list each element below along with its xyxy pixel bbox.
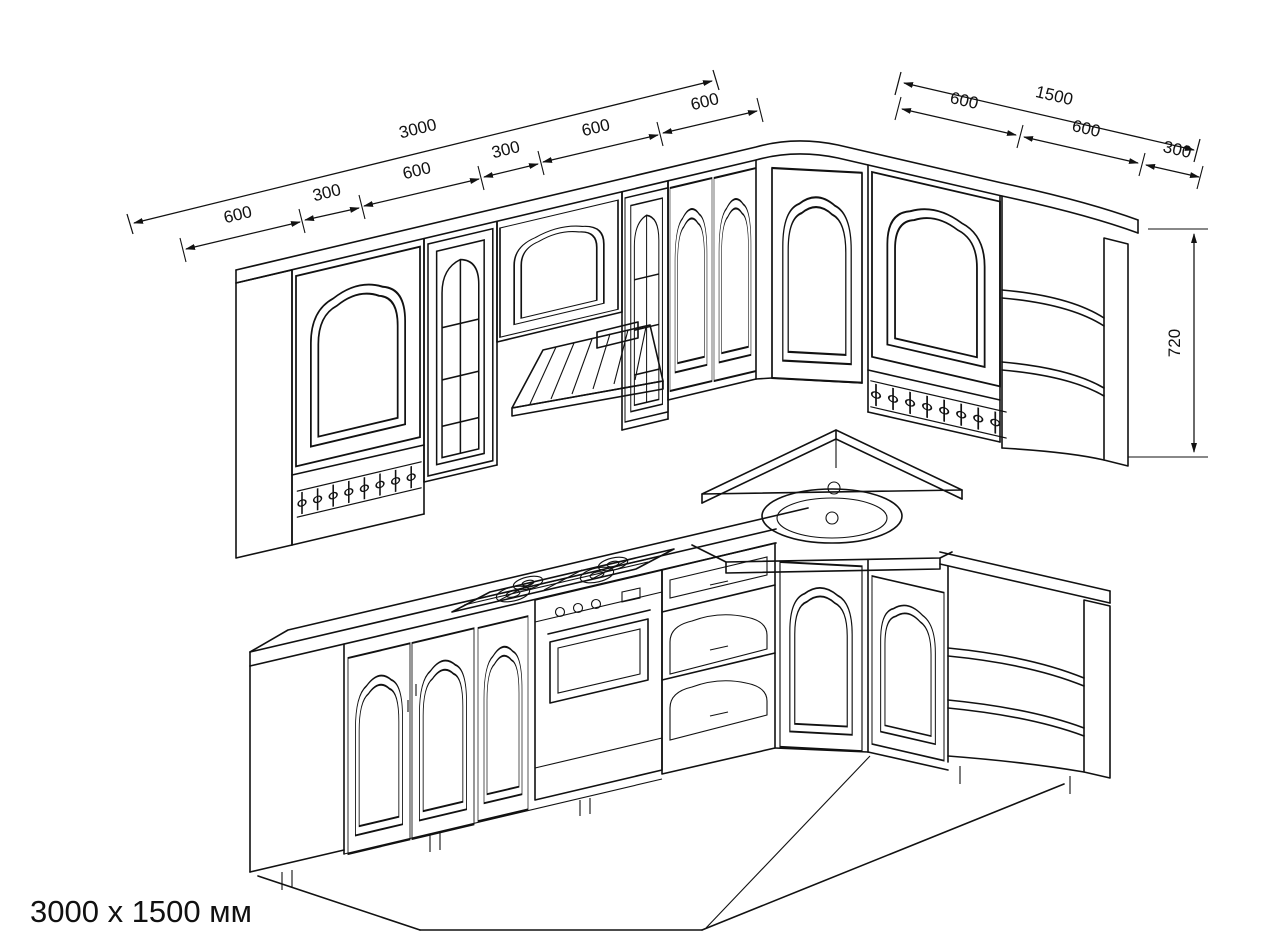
upper-cabinet-glass-1: [423, 221, 498, 483]
overall-size-caption: 3000 x 1500 мм: [30, 894, 252, 929]
dim-left-segment-0-label: 600: [222, 202, 254, 227]
burner: [597, 556, 629, 572]
upper-cabinet-arched-2: [496, 191, 623, 343]
corner-triangle-shelf: [701, 429, 963, 504]
right-base-cabinet: [867, 565, 949, 771]
sink-countertop: [691, 481, 953, 574]
dim-right-total-label: 1500: [1034, 82, 1075, 109]
upper-cabinets: [235, 140, 1139, 559]
range-hood: [511, 321, 664, 417]
corner-base-cabinet: [774, 559, 869, 753]
upper-cabinet-arched-double: [667, 159, 758, 401]
gas-hob: [451, 548, 675, 613]
upper-left-end-panel: [235, 269, 293, 559]
rounded-shelf-unit: [947, 599, 1111, 779]
base-left-end-panel: [249, 643, 345, 873]
dim-left-segment-4-label: 600: [580, 115, 612, 140]
base-cabinets: [249, 429, 1111, 890]
oven: [534, 569, 663, 801]
burner: [495, 585, 531, 603]
plinth-and-legs: [281, 766, 1071, 890]
sink-drain: [825, 511, 839, 525]
floor-lines: [257, 755, 1065, 931]
countertop-right: [939, 551, 1111, 604]
dim-right-segment-2-label: 300: [1161, 137, 1193, 162]
upper-cabinet-arched-1: [291, 238, 425, 546]
dim-left-segment-1-label: 300: [311, 180, 343, 205]
dim-left-segment-3-label: 300: [490, 137, 522, 162]
burner: [512, 575, 544, 591]
upper-corner-shelf-unit: [1001, 195, 1129, 467]
base-door-cabinets: [347, 615, 529, 855]
dim-left-segment-5-label: 600: [689, 89, 721, 114]
drawer-stack: [661, 542, 776, 775]
burner: [579, 566, 615, 584]
dim-left-total-label: 3000: [397, 115, 438, 142]
upper-right-cabinet: [867, 164, 1008, 443]
upper-corner-cabinet: [755, 166, 864, 384]
dim-left-segment-2-label: 600: [401, 158, 433, 183]
dim-right-segment-0-label: 600: [948, 88, 980, 113]
faucet-hole: [827, 481, 841, 495]
balustrade-rail: [869, 379, 1008, 440]
dim-height-label: 720: [1165, 329, 1184, 357]
dim-right-segment-1-label: 600: [1070, 116, 1102, 141]
